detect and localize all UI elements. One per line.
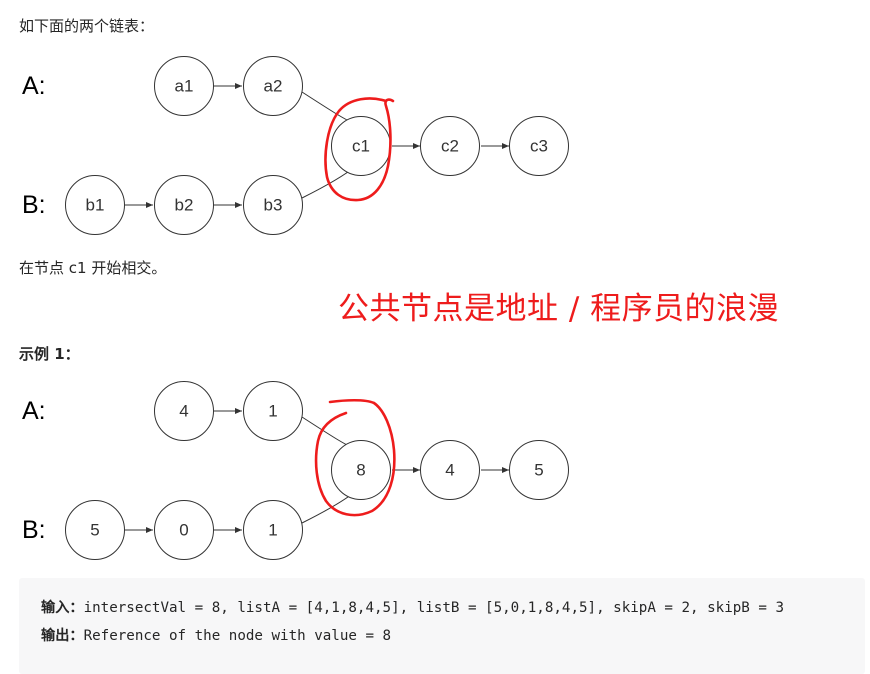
svg-text:b2: b2 (175, 196, 194, 215)
svg-text:4: 4 (445, 461, 454, 480)
example-list-a-label: A: (22, 397, 46, 425)
node-shared-5: 5 (509, 440, 569, 500)
node-b1: b1 (65, 175, 125, 235)
node-b-5: 5 (65, 500, 125, 560)
svg-text:b3: b3 (264, 196, 283, 215)
svg-text:b1: b1 (86, 196, 105, 215)
code-content: 输入：intersectVal = 8, listA = [4,1,8,4,5]… (41, 594, 841, 650)
svg-text:1: 1 (268, 402, 277, 421)
svg-text:c3: c3 (530, 137, 548, 156)
node-a-1: 1 (243, 381, 303, 441)
svg-text:5: 5 (90, 521, 99, 540)
example-linked-list-diagram: A: B: 4 1 5 0 1 8 4 5 (22, 381, 569, 560)
red-handwritten-note: 公共节点是地址 / 程序员的浪漫 (338, 291, 780, 327)
red-circle-annotation (324, 97, 395, 202)
list-b-label: B: (22, 191, 46, 219)
output-text: Reference of the node with value = 8 (83, 628, 392, 644)
node-b-1: 1 (243, 500, 303, 560)
output-label: 输出： (41, 628, 84, 644)
list-a-label: A: (22, 72, 46, 100)
node-shared-4: 4 (420, 440, 480, 500)
intro-text: 如下面的两个链表： (19, 17, 155, 35)
node-shared-8: 8 (331, 440, 391, 500)
intersection-caption: 在节点 c1 开始相交。 (19, 259, 167, 277)
node-b3: b3 (243, 175, 303, 235)
svg-text:c2: c2 (441, 137, 459, 156)
svg-text:1: 1 (268, 521, 277, 540)
svg-text:5: 5 (534, 461, 543, 480)
example-code-block: 输入：intersectVal = 8, listA = [4,1,8,4,5]… (19, 578, 865, 674)
svg-text:0: 0 (179, 521, 188, 540)
red-circle-annotation-example (314, 398, 396, 517)
top-linked-list-diagram: A: B: a1 a2 b1 b2 b3 c1 c2 c3 (22, 56, 569, 235)
svg-text:a1: a1 (175, 77, 194, 96)
node-a1: a1 (154, 56, 214, 116)
node-a-4: 4 (154, 381, 214, 441)
svg-text:4: 4 (179, 402, 188, 421)
svg-text:a2: a2 (264, 77, 283, 96)
node-b2: b2 (154, 175, 214, 235)
node-c1: c1 (331, 116, 391, 176)
svg-text:c1: c1 (352, 137, 370, 156)
svg-text:8: 8 (356, 461, 365, 480)
input-text: intersectVal = 8, listA = [4,1,8,4,5], l… (83, 600, 784, 616)
node-a2: a2 (243, 56, 303, 116)
edge-a2-c1 (301, 91, 356, 125)
node-b-0: 0 (154, 500, 214, 560)
input-label: 输入： (41, 600, 84, 616)
example-title: 示例 1： (19, 345, 80, 363)
node-c3: c3 (509, 116, 569, 176)
node-c2: c2 (420, 116, 480, 176)
example-list-b-label: B: (22, 516, 46, 544)
